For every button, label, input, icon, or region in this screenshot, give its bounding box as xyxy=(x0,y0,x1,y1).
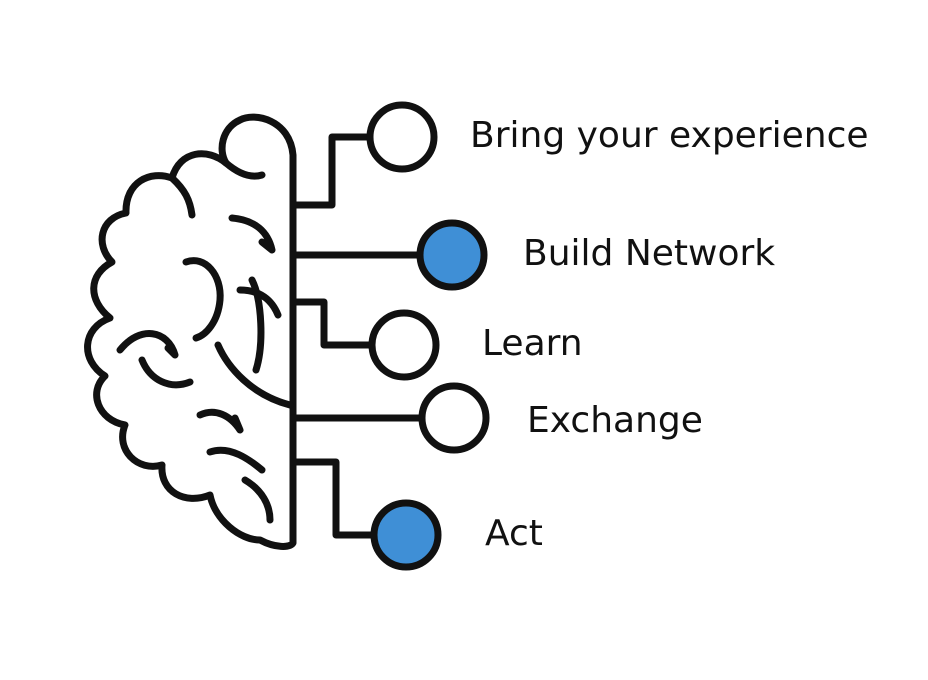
connector-lines xyxy=(289,133,424,539)
node-item: Learn xyxy=(368,309,583,381)
node-label: Exchange xyxy=(527,400,703,441)
node-label: Learn xyxy=(482,323,583,364)
node-item: Exchange xyxy=(418,382,703,454)
node-label: Act xyxy=(485,513,543,554)
node-item: Bring your experience xyxy=(366,101,869,173)
node-circle xyxy=(366,101,438,173)
connector-3 xyxy=(289,298,374,349)
brain-half-icon xyxy=(84,113,297,550)
node-item: Build Network xyxy=(416,219,775,291)
node-circle xyxy=(418,382,490,454)
connector-5 xyxy=(289,458,376,539)
node-circle xyxy=(416,219,488,291)
node-label: Build Network xyxy=(523,233,775,274)
node-circle xyxy=(368,309,440,381)
connector-1 xyxy=(289,133,372,209)
node-circle xyxy=(370,499,442,571)
node-label: Bring your experience xyxy=(470,115,869,156)
node-list: Bring your experience Build Network Lear… xyxy=(366,101,869,571)
node-item: Act xyxy=(370,499,543,571)
